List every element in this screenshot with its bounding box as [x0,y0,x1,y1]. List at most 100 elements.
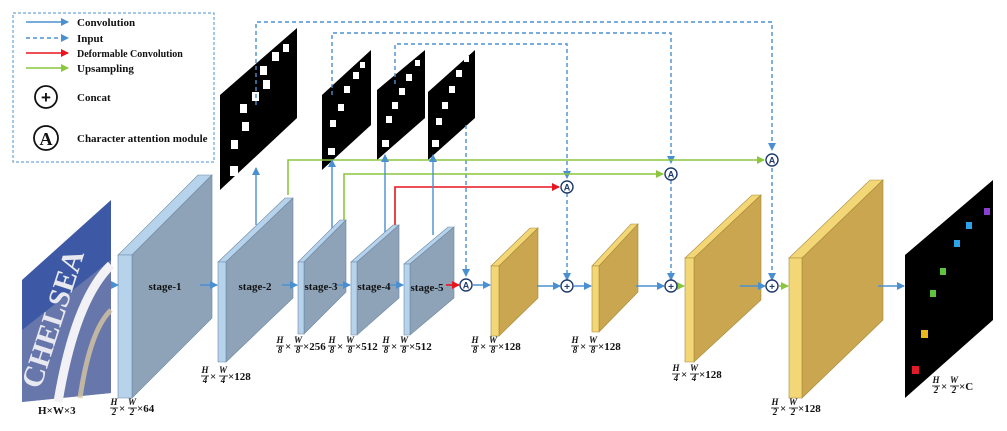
decoder-block-3 [684,194,762,363]
svg-text:+: + [41,88,51,107]
output-dim-label: H2×W2×C [931,375,973,395]
stage-1-label: stage-1 [149,281,182,293]
svg-text:8: 8 [330,345,335,355]
svg-text:+: + [564,282,570,293]
svg-text:8: 8 [573,345,578,355]
feature-map-stage-4 [377,50,425,160]
svg-text:×128: ×128 [498,341,521,353]
svg-text:2: 2 [111,407,117,417]
svg-text:×128: ×128 [228,371,251,383]
svg-text:W: W [690,363,699,373]
decoder-block-4 [788,179,884,399]
svg-text:H: H [275,335,284,345]
feature-map-stage-3 [322,50,371,170]
svg-text:W: W [489,335,498,345]
stage-5-label: stage-5 [411,282,444,294]
svg-text:4: 4 [673,373,679,383]
svg-text:H: H [327,335,336,345]
legend-upsampling-label: Upsampling [77,63,134,75]
svg-text:A: A [668,170,675,180]
decoder-1-dim-label: H8×W8×128 [470,335,521,355]
svg-text:×64: ×64 [137,403,155,415]
svg-text:2: 2 [129,407,135,417]
stage-2-block: stage-2 [217,197,294,363]
stage-3-block: stage-3 [297,219,347,335]
stage-3-label: stage-3 [305,281,338,293]
svg-text:A: A [564,183,571,193]
input-skip-lines [255,21,776,281]
svg-text:8: 8 [473,345,478,355]
svg-text:W: W [400,335,409,345]
svg-text:8: 8 [384,345,389,355]
svg-text:4: 4 [220,375,226,385]
legend-concat-icon: + [34,85,58,109]
svg-text:H: H [200,365,209,375]
svg-text:×: × [681,369,687,381]
stage-4-dim-label: H8×W8×512 [327,335,378,355]
svg-text:×128: ×128 [798,403,821,415]
svg-text:×: × [480,341,486,353]
dimension-labels: H2×W2×64H4×W4×128H8×W8×256H8×W8×512H8×W8… [109,335,973,417]
svg-text:W: W [219,365,228,375]
stage-5-dim-label: H8×W8×512 [381,335,432,355]
svg-text:+: + [668,282,674,293]
decoder-3-dim-label: H4×W4×128 [671,363,722,383]
input-image: CHELSEA [15,200,115,403]
concat-node-3: + [765,279,779,293]
svg-text:W: W [294,335,303,345]
main-conv-arrows [111,281,905,290]
svg-text:×: × [119,403,125,415]
legend-input-label: Input [77,33,104,45]
svg-text:8: 8 [348,345,353,355]
concat-node-1: + [560,279,574,293]
feature-map-stage-5 [428,50,475,160]
svg-text:4: 4 [202,375,208,385]
svg-text:×: × [210,371,216,383]
svg-text:8: 8 [296,345,301,355]
svg-text:×: × [337,341,343,353]
svg-text:×128: ×128 [598,341,621,353]
upsampling-lines [287,156,765,222]
svg-text:2: 2 [790,407,796,417]
svg-text:×: × [780,403,786,415]
svg-text:8: 8 [278,345,283,355]
svg-text:×512: ×512 [355,341,378,353]
stage-to-featuremap-lines [252,154,437,238]
svg-text:×: × [580,341,586,353]
svg-text:H: H [770,397,779,407]
svg-text:W: W [950,375,959,385]
svg-text:A: A [769,156,776,166]
input-dim-label: H×W×3 [38,405,76,417]
stage-1-block: stage-1 [117,174,213,399]
stage-4-label: stage-4 [358,281,391,293]
feature-map-stage-2 [220,28,297,190]
svg-text:W: W [789,397,798,407]
svg-text:2: 2 [951,385,957,395]
stage-2-label: stage-2 [239,281,272,293]
deformable-conv-line [394,183,560,228]
svg-text:8: 8 [491,345,496,355]
attention-module-4: A [765,153,779,167]
svg-text:H: H [381,335,390,345]
svg-text:H: H [931,375,940,385]
legend-concat-label: Concat [77,92,111,104]
attention-module-2: A [560,180,574,194]
svg-text:W: W [589,335,598,345]
legend-attention-icon: A [33,125,59,151]
svg-text:8: 8 [402,345,407,355]
legend-box [12,12,215,163]
legend-convolution-label: Convolution [77,17,135,29]
svg-text:H: H [109,397,118,407]
svg-text:2: 2 [933,385,939,395]
legend-deformable-label: Deformable Convolution [77,49,183,60]
svg-text:×: × [285,341,291,353]
svg-text:×256: ×256 [303,341,326,353]
svg-text:8: 8 [591,345,596,355]
svg-text:W: W [346,335,355,345]
svg-text:H: H [470,335,479,345]
concat-node-2: + [664,279,678,293]
svg-text:4: 4 [691,373,697,383]
decoder-block-1 [490,227,539,337]
svg-text:×512: ×512 [409,341,432,353]
decoder-2-dim-label: H8×W8×128 [570,335,621,355]
